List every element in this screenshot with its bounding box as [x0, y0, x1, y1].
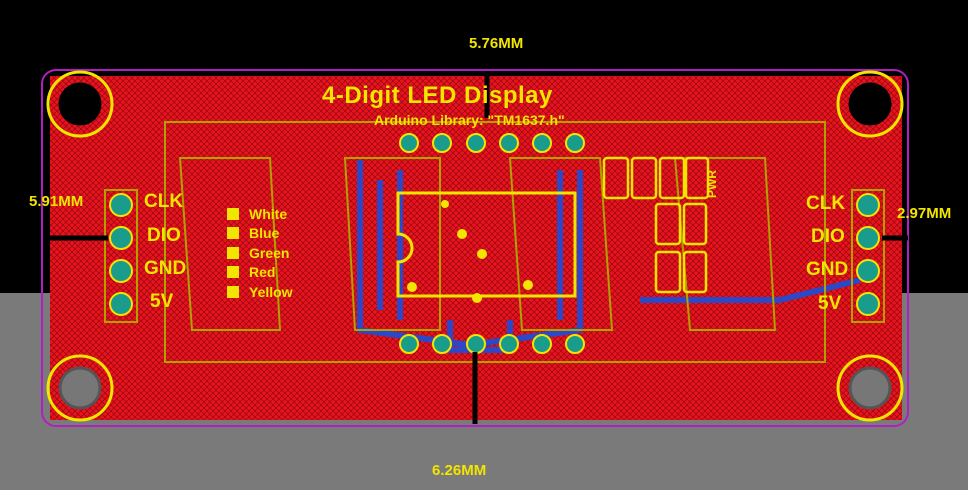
- board-outline: [41, 69, 909, 427]
- right-header-outline: [851, 189, 885, 323]
- dimension-left: 5.91MM: [29, 193, 84, 210]
- vias: [407, 200, 533, 303]
- display-pins: [399, 133, 585, 354]
- right-pin-gnd: GND: [806, 259, 849, 280]
- legend-label-blue: Blue: [249, 225, 280, 242]
- legend-label-red: Red: [249, 264, 276, 281]
- legend-label-green: Green: [249, 244, 290, 261]
- legend-swatch: [227, 246, 239, 259]
- ic-outline: [396, 191, 577, 298]
- legend-label-white: White: [249, 205, 288, 222]
- legend-item: Red: [227, 263, 293, 283]
- dimension-top: 5.76MM: [469, 35, 524, 52]
- left-pin-5v: 5V: [150, 291, 174, 312]
- legend-swatch: [227, 266, 239, 279]
- mounting-holes: [46, 70, 904, 422]
- legend-item: Yellow: [227, 282, 293, 302]
- color-legend: White Blue Green Red Yellow: [227, 204, 293, 302]
- legend-item: Blue: [227, 224, 293, 244]
- board-subtitle: Arduino Library: "TM1637.h": [374, 112, 565, 128]
- left-header-outline: [104, 189, 138, 323]
- legend-swatch: [227, 285, 239, 298]
- dimension-bottom: 6.26MM: [432, 462, 487, 479]
- legend-swatch: [227, 227, 239, 240]
- board-title: 4-Digit LED Display: [322, 82, 553, 109]
- dimension-right: 2.97MM: [897, 205, 952, 222]
- pwr-label: PWR: [705, 170, 719, 198]
- legend-item: White: [227, 204, 293, 224]
- right-pin-dio: DIO: [811, 226, 845, 247]
- right-pin-5v: 5V: [818, 293, 842, 314]
- pwr-components: [602, 156, 710, 294]
- left-pin-dio: DIO: [147, 225, 181, 246]
- dimension-lines: [46, 72, 908, 424]
- left-pin-gnd: GND: [144, 258, 187, 279]
- legend-swatch: [227, 207, 239, 220]
- header-pads: [109, 193, 880, 316]
- left-pin-clk: CLK: [144, 191, 184, 212]
- legend-item: Green: [227, 243, 293, 263]
- legend-label-yellow: Yellow: [249, 283, 293, 300]
- right-pin-clk: CLK: [806, 193, 846, 214]
